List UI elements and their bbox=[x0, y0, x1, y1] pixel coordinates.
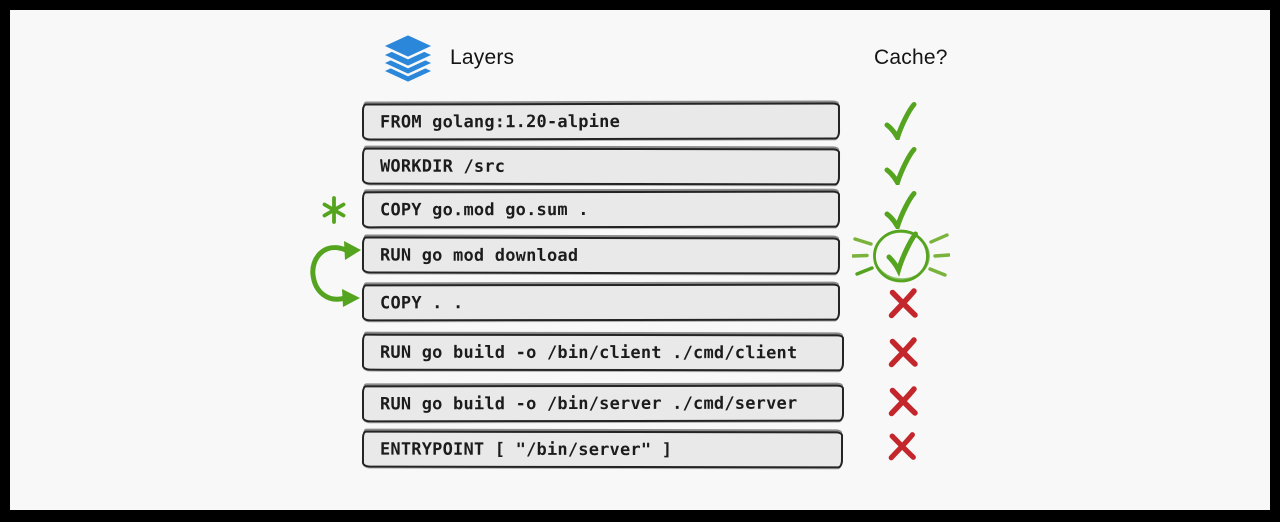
dockerfile-row-build-server: RUN go build -o /bin/server ./cmd/server bbox=[361, 384, 845, 423]
cache-miss-x-icon bbox=[887, 335, 920, 369]
dockerfile-instruction: COPY . . bbox=[379, 292, 464, 313]
dockerfile-row-from: FROM golang:1.20-alpine bbox=[361, 102, 841, 141]
dockerfile-instruction: WORKDIR /src bbox=[379, 156, 506, 177]
asterisk-icon bbox=[322, 196, 346, 224]
cache-hit-checkmark-icon bbox=[883, 102, 917, 140]
curved-swap-arrow-icon bbox=[308, 234, 362, 314]
dockerfile-instruction: COPY go.mod go.sum . bbox=[379, 199, 589, 220]
dockerfile-row-build-client: RUN go build -o /bin/client ./cmd/client bbox=[361, 333, 845, 372]
dockerfile-row-copy-gomod: COPY go.mod go.sum . bbox=[361, 190, 841, 229]
dockerfile-instruction: RUN go build -o /bin/client ./cmd/client bbox=[379, 342, 798, 363]
dockerfile-row-run-download: RUN go mod download bbox=[361, 236, 841, 275]
dockerfile-row-workdir: WORKDIR /src bbox=[361, 147, 841, 186]
cache-hit-checkmark-icon bbox=[883, 191, 917, 229]
circled-checkmark-with-rays-icon bbox=[852, 224, 950, 288]
dockerfile-row-copy-all: COPY . . bbox=[361, 283, 841, 322]
cache-miss-x-icon bbox=[887, 384, 920, 418]
cache-hit-checkmark-icon bbox=[883, 147, 917, 185]
cache-miss-x-icon bbox=[887, 286, 920, 320]
layers-column-heading: Layers bbox=[450, 46, 515, 69]
diagram-canvas: Layers Cache? FROM golang:1.20-alpine WO… bbox=[10, 10, 1270, 510]
dockerfile-instruction: RUN go build -o /bin/server ./cmd/server bbox=[379, 393, 798, 414]
cache-column-heading: Cache? bbox=[874, 46, 948, 69]
layers-icon bbox=[380, 33, 436, 85]
cache-miss-x-icon bbox=[887, 430, 918, 462]
dockerfile-instruction: RUN go mod download bbox=[379, 245, 579, 266]
dockerfile-instruction: FROM golang:1.20-alpine bbox=[379, 111, 621, 132]
dockerfile-instruction: ENTRYPOINT [ "/bin/server" ] bbox=[379, 439, 673, 460]
dockerfile-row-entrypoint: ENTRYPOINT [ "/bin/server" ] bbox=[361, 430, 844, 469]
